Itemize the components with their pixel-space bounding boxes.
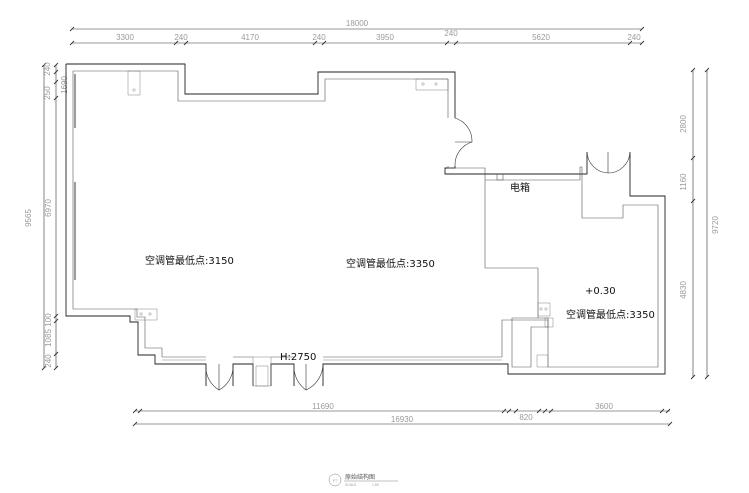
dim-left-bottom-a: 100 [44, 313, 53, 327]
ac-left-label: 空调管最低点:3150 [145, 254, 234, 267]
bottom-dimensions: 11690 820 3600 16930 [132, 402, 673, 427]
annotations: 空调管最低点:3150 空调管最低点:3350 空调管最低点:3350 电箱 +… [145, 181, 655, 363]
dim-bottom-seg-1: 11690 [312, 402, 334, 411]
dim-top-seg-1: 3300 [116, 33, 134, 42]
level-label: +0.30 [585, 286, 616, 297]
ac-center-label: 空调管最低点:3350 [346, 257, 435, 270]
dim-right-seg-3: 4830 [679, 281, 688, 299]
walls [65, 63, 666, 386]
dim-top-seg-3: 4170 [241, 33, 259, 42]
dim-top-seg-5: 3950 [376, 33, 394, 42]
left-dimensions: 9565 240 250 1690 6970 100 1085 240 [24, 62, 69, 371]
dim-left-bottom-b: 1085 [44, 329, 53, 347]
scale-label: SCALE [345, 483, 357, 487]
doors [205, 117, 631, 391]
scale-value: 1:50 [372, 483, 379, 487]
dim-left-top-c: 1690 [60, 76, 69, 94]
title-symbol-circle [328, 473, 342, 487]
dim-top-seg-7: 5620 [532, 33, 550, 42]
dim-bottom-seg-2: 820 [519, 413, 533, 422]
dim-top-seg-6: 240 [444, 29, 458, 38]
right-dimensions: 9720 2800 1160 4830 [679, 67, 720, 380]
dim-left-inner: 6970 [44, 199, 53, 217]
elec-box-label: 电箱 [510, 181, 530, 194]
dim-right-outer: 9720 [711, 216, 720, 234]
title-symbol: FT [333, 479, 338, 483]
dim-left-outer: 9565 [24, 209, 33, 227]
ac-right-label: 空调管最低点:3350 [566, 308, 655, 321]
height-label: H:2750 [280, 352, 316, 363]
drawing-title: 原始结构图 [345, 473, 375, 481]
dim-top-seg-2: 240 [174, 33, 188, 42]
dim-left-top-a: 240 [43, 62, 52, 76]
dim-right-seg-2: 1160 [679, 173, 688, 191]
dim-bottom-seg-3: 3600 [595, 402, 613, 411]
dim-bottom-total: 16930 [391, 415, 414, 424]
dim-top-seg-8: 240 [627, 33, 641, 42]
dim-left-top-b: 250 [43, 86, 52, 100]
dim-top-seg-4: 240 [312, 33, 326, 42]
title-block: FT 原始结构图 SCALE 1:50 [328, 473, 398, 487]
top-dimensions: 18000 3300 240 4170 240 3950 240 5620 24… [69, 19, 645, 46]
dim-left-bottom-c: 240 [44, 354, 53, 368]
dim-top-total: 18000 [346, 19, 369, 28]
dim-right-seg-1: 2800 [679, 115, 688, 133]
